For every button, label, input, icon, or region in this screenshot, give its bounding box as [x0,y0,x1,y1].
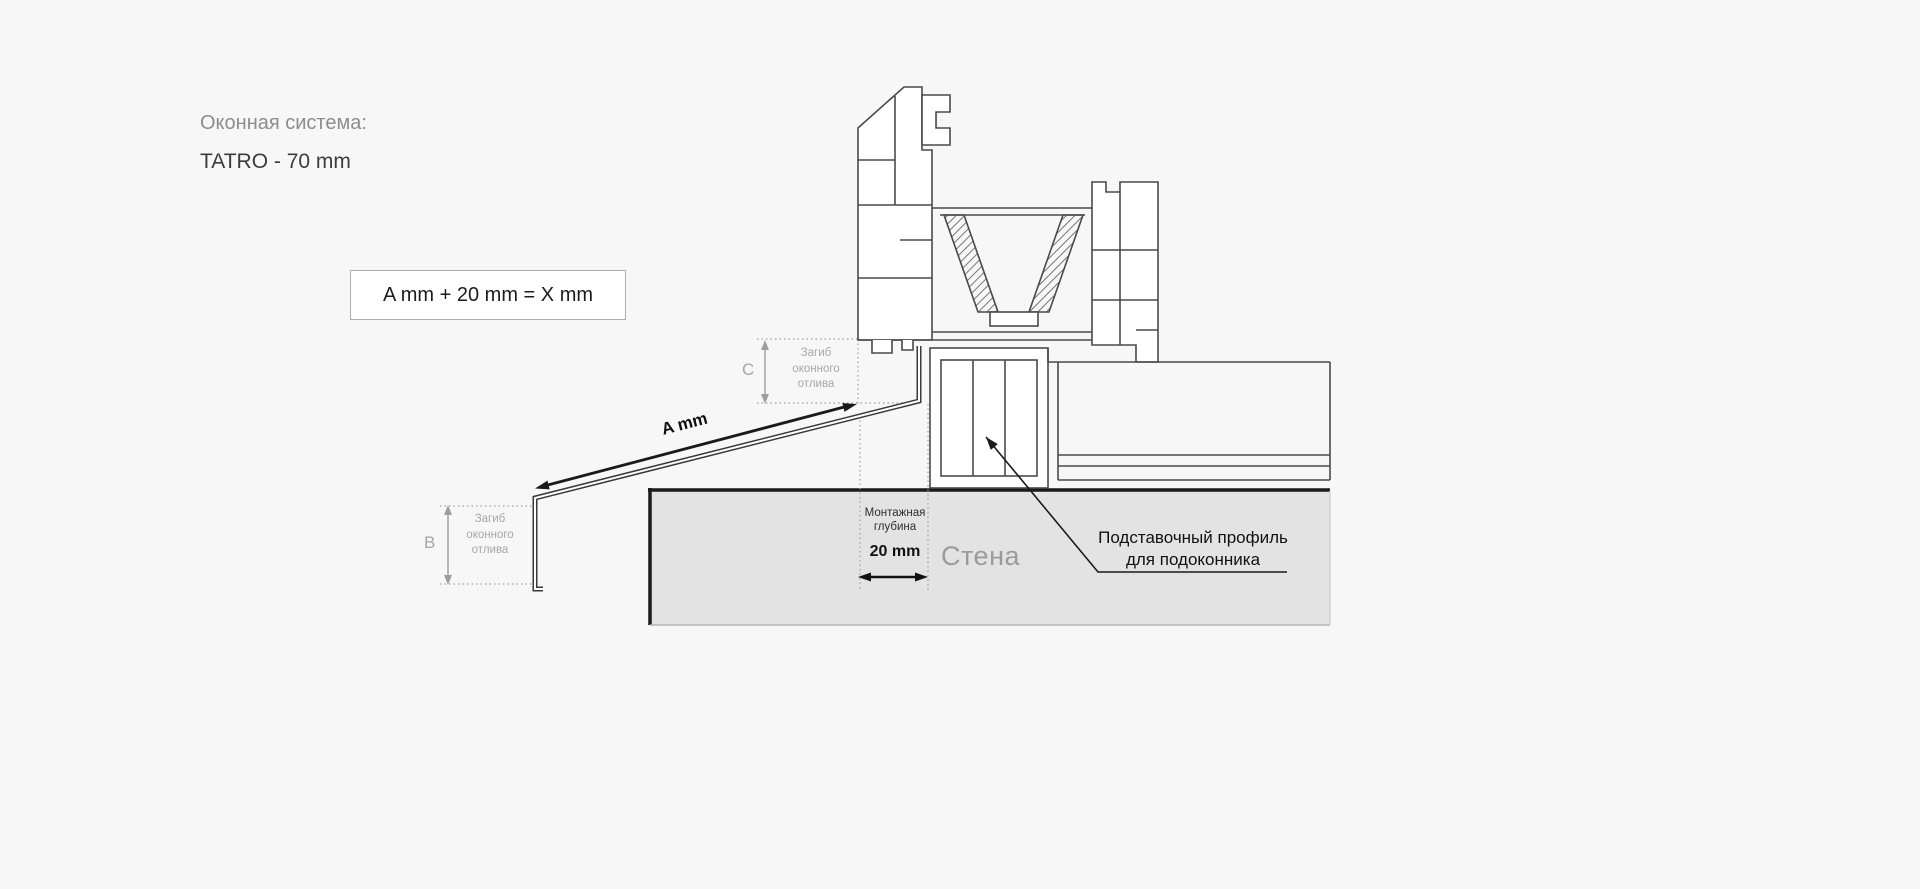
dimension-b-arrow [444,505,452,585]
window-drip-sheet [532,346,922,592]
drip-bend-bottom-note: Загиб оконного отлива [466,513,514,557]
mounting-depth-value: 20 mm [869,543,921,560]
dimension-c-label: C [742,360,755,379]
dimension-c-arrow [761,340,769,404]
wall-label: Стена [941,541,1021,571]
support-profile-leader-arrow [985,436,1287,573]
window-system-label: Оконная система: [200,112,367,134]
construction-dotted-lines [440,338,929,590]
formula-text: A mm + 20 mm = X mm [382,283,594,306]
window-frame-profile [857,86,1331,489]
drip-bend-top-note: Загиб оконного отлива [792,347,840,391]
support-profile-label: Подставочный профиль для подоконника [1098,528,1288,570]
wall [648,488,1331,626]
dimension-a-arrow [535,403,857,490]
mounting-depth-label: Монтажная глубина [864,507,926,534]
formula-box: A mm + 20 mm = X mm [350,270,626,320]
window-system-value: TATRO - 70 mm [200,150,351,173]
dimension-b-label: B [424,533,436,552]
mounting-depth-arrow [858,572,928,582]
